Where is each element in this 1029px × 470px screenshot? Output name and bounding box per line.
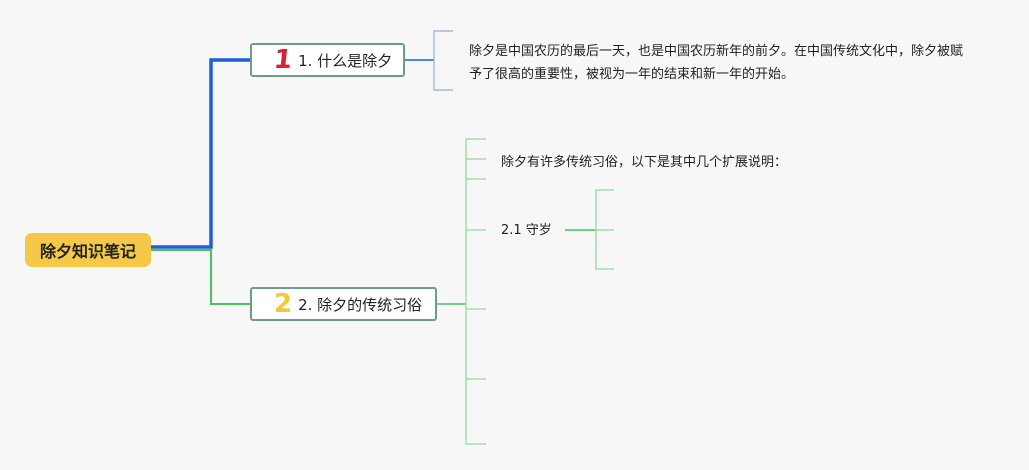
branch-line-topic1	[151, 58, 250, 249]
number-two-icon: 2	[274, 289, 293, 319]
root-topic[interactable]: 除夕知识笔记	[25, 233, 151, 267]
note-chuxi-definition[interactable]: 除夕是中国农历的最后一天，也是中国农历新年的前夕。在中国传统文化中，除夕被赋予了…	[469, 44, 964, 82]
note-customs-intro[interactable]: 除夕有许多传统习俗，以下是其中几个扩展说明：	[501, 155, 788, 170]
subtopic-shousui[interactable]: 2.1 守岁	[501, 223, 552, 238]
topic-what-is-chuxi[interactable]: 1 1. 什么是除夕	[250, 43, 405, 77]
branch-line-topic2	[151, 249, 250, 305]
topic-traditional-customs[interactable]: 2 2. 除夕的传统习俗	[250, 287, 437, 321]
topic-traditional-customs-label: 2. 除夕的传统习俗	[298, 295, 423, 314]
number-one-icon: 1	[272, 45, 294, 75]
topic1-note-bracket	[433, 30, 453, 91]
root-topic-label: 除夕知识笔记	[39, 242, 136, 261]
topic-what-is-chuxi-label: 1. 什么是除夕	[298, 51, 393, 70]
